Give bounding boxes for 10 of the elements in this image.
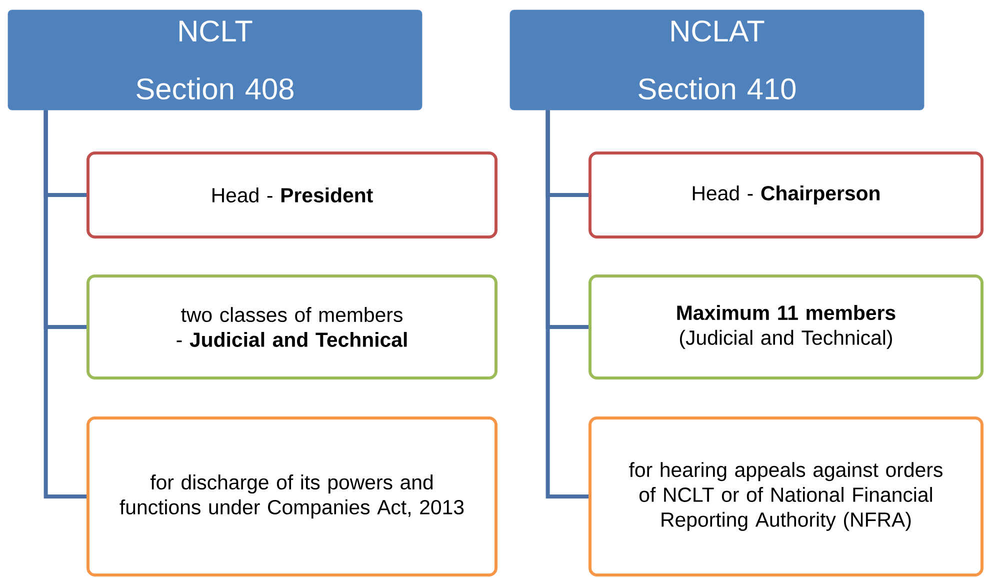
text-box: for discharge of its powers and functions under Companies Act, 2013 (86, 416, 498, 576)
text-box: Maximum 11 members (Judicial and Technical) (588, 274, 984, 380)
connector-line (546, 110, 588, 498)
text-box: two classes of members - Judicial and Technical (86, 274, 498, 380)
text-box: Head - Chairperson (588, 152, 984, 238)
text-box: for hearing appeals against orders of NCLT or of National Financial Reporting Authority (NFRA) (588, 416, 984, 576)
connector-line (44, 110, 86, 498)
text-box: Head - President (86, 152, 498, 238)
header-box: NCLAT Section 410 (510, 10, 924, 110)
header-box: NCLT Section 408 (8, 10, 422, 110)
